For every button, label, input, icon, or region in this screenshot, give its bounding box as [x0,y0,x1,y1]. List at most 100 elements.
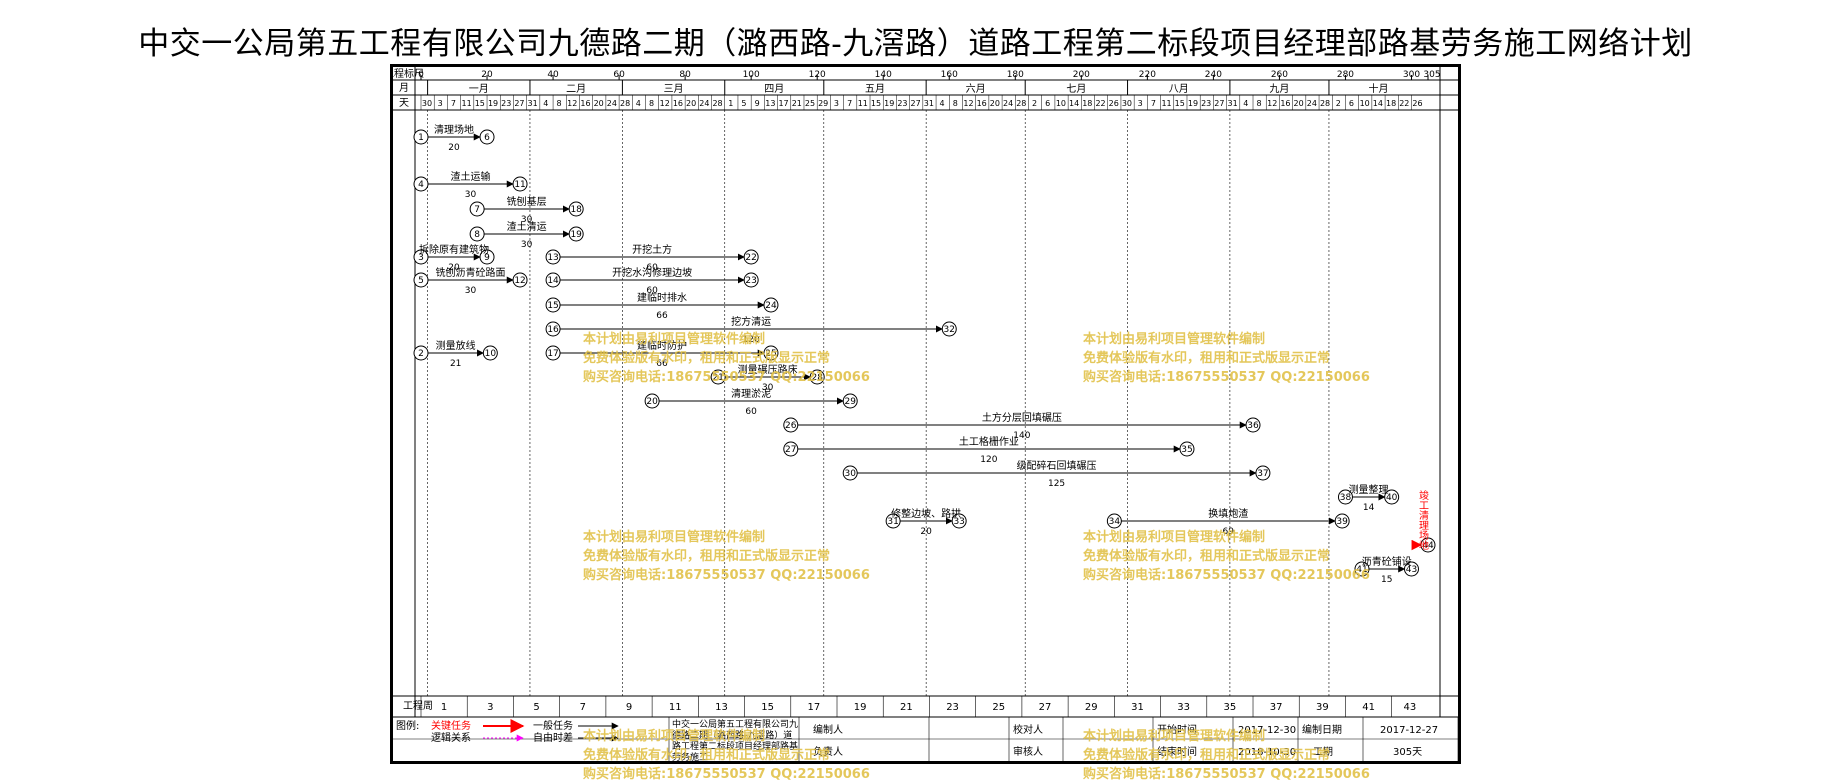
task-name: 土工格栅作业 [959,435,1019,448]
node-number: 44 [1422,541,1434,551]
watermark-line: 本计划由易利项目管理软件编制 [1083,332,1266,347]
start-value: 2017-12-30 [1238,725,1296,736]
node-number: 29 [844,397,856,407]
node-circle [763,297,779,313]
day-label: 18 [1386,99,1396,108]
day-label: 6 [1349,99,1354,108]
node-number: 1 [418,133,424,143]
scale-tick-label: 180 [1007,70,1024,80]
day-label: 20 [686,99,696,108]
day-label: 14 [1373,99,1383,108]
task-duration: 60 [646,263,658,273]
node-circle [1179,441,1195,457]
end-label: 结束时间 [1157,745,1197,758]
day-label: 28 [1320,99,1330,108]
month-label: 三月 [664,83,684,95]
task-name: 铣刨基层 [507,195,547,208]
watermark-line: 购买咨询电话:18675550537 QQ:22150066 [1083,370,1370,385]
day-label: 3 [834,99,839,108]
watermark-line: 免费体验版有水印，租用和正式版显示正常 [583,351,831,366]
legend-logic-label: 逻辑关系 [431,731,471,744]
node-number: 28 [811,373,823,383]
week-label: 1 [441,702,447,713]
task-duration: 125 [1048,479,1065,489]
task-duration: 66 [656,311,668,321]
week-row-label: 工程周 [403,700,433,712]
node-number: 14 [547,276,559,286]
day-label: 27 [1214,99,1224,108]
day-label: 31 [1228,99,1238,108]
scale-tick-label: 220 [1139,70,1156,80]
day-label: 8 [557,99,562,108]
start-label: 开始时间 [1157,723,1197,736]
node-circle [1403,561,1419,577]
compiler-label: 编制人 [813,723,843,736]
day-label: 27 [911,99,921,108]
day-label: 12 [963,99,973,108]
day-label: 20 [990,99,1000,108]
watermark: 本计划由易利项目管理软件编制 免费体验版有水印，租用和正式版显示正常 购买咨询电… [583,528,870,585]
node-circle [1420,537,1436,553]
node-number: 15 [547,301,558,311]
task-duration: 30 [465,286,477,296]
week-label: 17 [808,702,821,713]
node-number: 23 [745,276,756,286]
node-number: 41 [1356,565,1367,575]
task-name: 测量碾压路床 [738,363,798,376]
project-name: 德路二期（潞西路-九滘路）道 [672,729,792,741]
day-label: 11 [858,99,868,108]
day-label: 4 [940,99,945,108]
day-label: 29 [818,99,828,108]
duration-label: 工期 [1313,746,1333,758]
task-duration: 21 [450,359,461,369]
node-circle [545,321,561,337]
day-label: 11 [1161,99,1171,108]
node-number: 34 [1109,517,1121,527]
task-name: 清理淤泥 [731,387,771,400]
watermark-line: 购买咨询电话:18675550537 QQ:22150066 [1083,767,1370,782]
page-title: 中交一公局第五工程有限公司九德路二期（潞西路-九滘路）道路工程第二标段项目经理部… [138,26,1693,62]
scale-tick-label: 80 [679,70,691,80]
watermark-line: 本计划由易利项目管理软件编制 [583,332,766,347]
project-name: 路工程第二标段项目经理部路基 [672,740,798,752]
day-label: 26 [1412,99,1422,108]
day-label: 24 [607,99,617,108]
node-circle [1337,489,1353,505]
watermark-line: 本计划由易利项目管理软件编制 [583,530,766,545]
node-number: 12 [514,276,525,286]
week-label: 19 [854,702,867,713]
project-name: 劳务施工 [672,751,708,761]
day-label: 16 [977,99,987,108]
day-label: 14 [1069,99,1079,108]
node-circle [783,417,799,433]
node-number: 5 [418,276,424,286]
day-label: 26 [1109,99,1119,108]
node-number: 11 [514,180,525,190]
scale-tick-label: 280 [1337,70,1354,80]
node-circle [743,272,759,288]
task-duration: 120 [980,455,997,465]
watermark-line: 免费体验版有水印，租用和正式版显示正常 [1083,748,1331,763]
week-label: 21 [900,702,913,713]
network-chart: 工程标尺月天0204060801001201401601802002202402… [393,67,1458,761]
scale-tick-label: 305 [1423,70,1440,80]
compile-date-value: 2017-12-27 [1380,725,1438,736]
week-label: 35 [1224,702,1237,713]
watermark: 本计划由易利项目管理软件编制 免费体验版有水印，租用和正式版显示正常 购买咨询电… [583,330,870,387]
month-label: 十月 [1368,82,1388,95]
node-number: 26 [785,421,797,431]
node-number: 19 [570,230,582,240]
scale-tick-label: 260 [1271,70,1288,80]
node-circle [545,297,561,313]
day-label: 24 [699,99,709,108]
day-label: 12 [1267,99,1277,108]
scale-tick-label: 140 [875,70,892,80]
week-label: 11 [669,702,682,713]
task-name: 铣刨沥青砼路面 [436,266,506,279]
checker-label: 校对人 [1013,723,1043,736]
week-label: 37 [1270,702,1283,713]
day-label: 3 [1138,99,1143,108]
task-duration: 30 [762,383,774,393]
week-label: 13 [715,702,728,713]
day-label: 12 [567,99,577,108]
